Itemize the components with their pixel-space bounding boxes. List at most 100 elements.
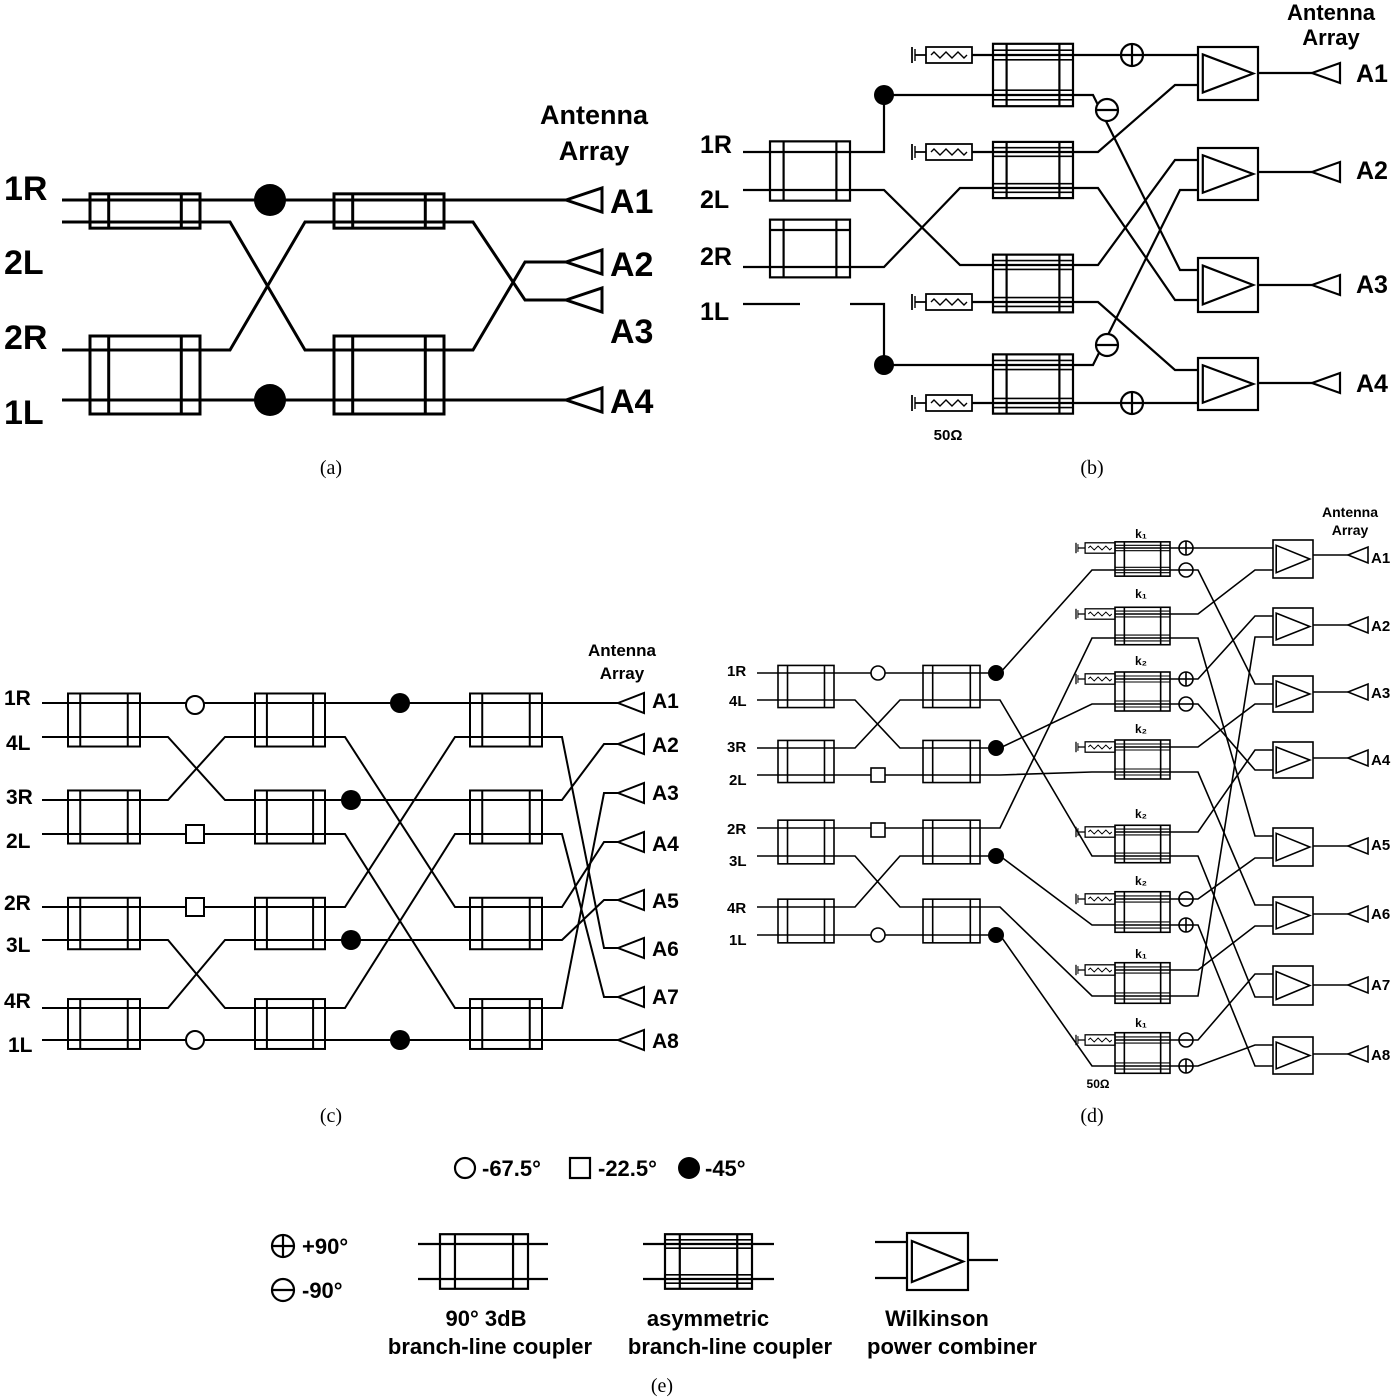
wire bbox=[1170, 703, 1273, 748]
resistor-zigzag bbox=[1087, 676, 1113, 682]
wire bbox=[1170, 615, 1273, 680]
coupler-outline bbox=[663, 1233, 754, 1290]
panel-d-input-2l: 2L bbox=[729, 772, 747, 789]
wire bbox=[1073, 300, 1198, 372]
phase-shifter-45-icon bbox=[988, 848, 1004, 864]
phase-plus-90-icon bbox=[1178, 540, 1194, 556]
branch-line-coupler bbox=[922, 664, 981, 709]
resistor-zigzag bbox=[1087, 829, 1113, 835]
wire bbox=[1170, 569, 1273, 615]
phase-shifter-45-icon bbox=[341, 930, 361, 950]
wire bbox=[542, 743, 618, 801]
resistor-zigzag bbox=[1087, 967, 1113, 973]
wilkinson-combiner bbox=[1272, 827, 1314, 867]
antenna-icon bbox=[1345, 836, 1369, 856]
phase-plus-90-icon bbox=[1119, 42, 1145, 68]
panel-d-output-a6: A6 bbox=[1371, 906, 1390, 923]
phase-shifter-22-5-icon bbox=[870, 822, 886, 838]
coupler-outline bbox=[1114, 739, 1171, 780]
wire bbox=[1170, 749, 1273, 833]
panel-b-output-a2: A2 bbox=[1356, 157, 1388, 185]
asymmetric-coupler bbox=[1114, 739, 1171, 780]
branch-line-coupler bbox=[469, 789, 543, 845]
resistor-zigzag bbox=[1087, 1037, 1113, 1043]
coupler-outline bbox=[88, 192, 202, 230]
wire bbox=[1073, 188, 1198, 367]
asymmetric-coupler bbox=[1114, 890, 1171, 934]
antenna-icon bbox=[1345, 682, 1369, 702]
wilkinson-combiner bbox=[1272, 741, 1314, 779]
branch-line-coupler bbox=[88, 192, 202, 230]
resistor-box bbox=[1084, 741, 1116, 753]
branch-line-coupler bbox=[922, 739, 981, 784]
wire bbox=[980, 569, 1115, 674]
resistor-box bbox=[1084, 826, 1116, 838]
phase-shifter-45-icon bbox=[390, 693, 410, 713]
coupler-outline bbox=[922, 898, 981, 944]
antenna-icon bbox=[561, 385, 604, 415]
phase-plus-90-icon bbox=[1178, 917, 1194, 933]
panel-d-input-3l: 3L bbox=[729, 853, 747, 870]
wire bbox=[850, 93, 993, 154]
resistor-zigzag bbox=[930, 298, 968, 306]
coupler-outline bbox=[1114, 541, 1171, 577]
branch-line-coupler bbox=[332, 334, 446, 416]
branch-line-coupler bbox=[777, 664, 835, 709]
panel-d-output-a8: A8 bbox=[1371, 1047, 1390, 1064]
antenna-icon bbox=[1345, 748, 1369, 768]
wire bbox=[542, 833, 618, 998]
panel-d-input-1r: 1R bbox=[727, 663, 746, 680]
wire bbox=[140, 736, 255, 801]
wilkinson-box bbox=[1272, 741, 1314, 779]
wire bbox=[834, 699, 923, 749]
wire bbox=[1170, 703, 1273, 771]
panel-c-output-a1: A1 bbox=[652, 690, 679, 713]
panel-c bbox=[42, 691, 645, 1052]
termination-50-ohm-icon bbox=[1075, 673, 1116, 685]
coupler-outline bbox=[1114, 890, 1171, 934]
branch-line-coupler bbox=[768, 140, 852, 202]
panel-b-input-2l: 2L bbox=[700, 186, 729, 214]
wilkinson-box bbox=[1272, 675, 1314, 713]
asymmetric-coupler bbox=[1114, 606, 1171, 646]
resistor-zigzag bbox=[1087, 611, 1113, 617]
panel-c-input-2l: 2L bbox=[6, 830, 31, 853]
panel-c-output-a2: A2 bbox=[652, 734, 679, 757]
termination-50-ohm-icon bbox=[911, 143, 973, 161]
phase-shifter-45-icon bbox=[678, 1157, 700, 1179]
phase-shifter-45-icon bbox=[988, 740, 1004, 756]
asymmetric-coupler bbox=[991, 253, 1075, 314]
asymmetric-coupler bbox=[1114, 961, 1171, 1005]
coupler-outline bbox=[922, 739, 981, 784]
phase-shifter-45-icon bbox=[874, 355, 894, 375]
coupler-outline bbox=[469, 998, 543, 1050]
wire bbox=[834, 855, 923, 908]
phase-shifter-45-icon bbox=[988, 927, 1004, 943]
wire bbox=[542, 899, 618, 941]
wilkinson-box bbox=[1272, 827, 1314, 867]
panel-d-output-a3: A3 bbox=[1371, 685, 1390, 702]
asymmetric-coupler bbox=[991, 140, 1075, 200]
wire bbox=[1170, 925, 1273, 971]
antenna-icon bbox=[615, 830, 645, 854]
antenna-icon bbox=[1308, 160, 1342, 184]
wilkinson-combiner bbox=[1272, 965, 1314, 1006]
antenna-icon bbox=[1345, 975, 1369, 995]
panel-a-input-1l: 1L bbox=[4, 394, 44, 432]
branch-line-coupler bbox=[254, 896, 326, 951]
wilkinson-box bbox=[1196, 146, 1260, 202]
panel-c-output-a8: A8 bbox=[652, 1030, 679, 1053]
wire bbox=[1170, 569, 1273, 685]
panel-c-input-3l: 3L bbox=[6, 934, 31, 957]
branch-line-coupler bbox=[777, 819, 835, 865]
panel-d bbox=[757, 539, 1369, 1075]
phase-plus-90-icon bbox=[1178, 1058, 1194, 1074]
wire bbox=[1073, 83, 1198, 154]
wilkinson-triangle bbox=[1275, 679, 1313, 709]
phase-shifter-67-5-icon bbox=[185, 1030, 205, 1050]
antenna-icon bbox=[1345, 545, 1369, 565]
panel-d-caption: (d) bbox=[1080, 1105, 1103, 1127]
asymmetric-coupler bbox=[991, 353, 1075, 415]
wilkinson-combiner bbox=[1196, 146, 1260, 202]
